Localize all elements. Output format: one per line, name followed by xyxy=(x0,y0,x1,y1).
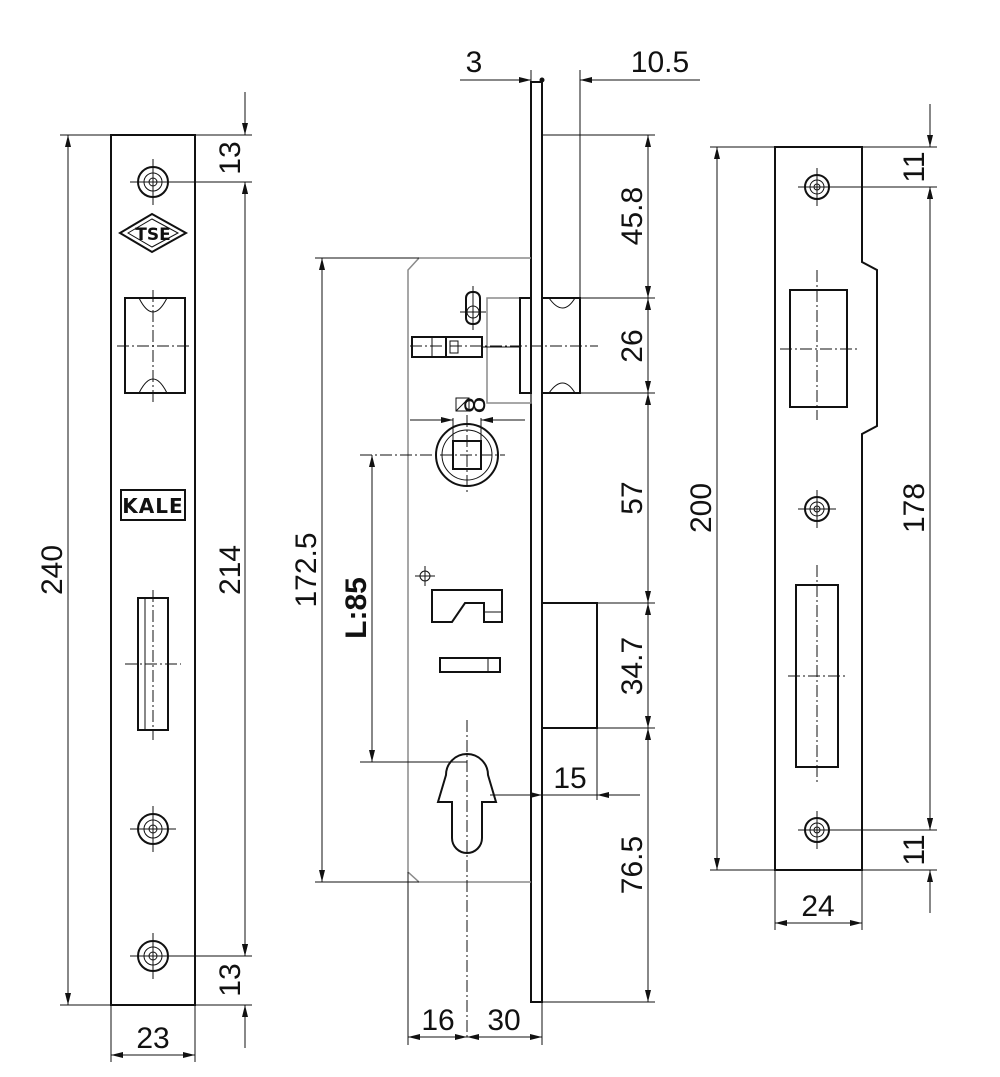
dim-faceplate-length-label: 240 xyxy=(36,545,69,595)
lockbody-mechanism-detail xyxy=(415,566,503,673)
spindle-square-symbol xyxy=(455,397,470,412)
faceplate-latch-opening xyxy=(125,590,181,740)
lockbody-cam-symbol xyxy=(460,286,486,330)
dim-faceplate-bottom-offset: 13 xyxy=(195,912,252,1048)
dim-bolt-projection-label: 10.5 xyxy=(631,46,689,79)
strike-plate-view: 200 178 11 11 24 xyxy=(685,104,937,930)
faceplate-view: TSE KALE 240 xyxy=(36,92,252,1062)
dim-faceplate-top-offset: 13 xyxy=(195,92,252,225)
strike-plate-outline xyxy=(774,146,878,871)
dim-latch-projection-label: 15 xyxy=(553,762,586,795)
dim-strike-hole-spacing: 178 xyxy=(829,186,937,831)
dim-top-to-deadbolt-label: 45.8 xyxy=(616,187,649,245)
dim-case-height: 172.5 xyxy=(290,257,419,883)
dim-case-rear-depth-label: 30 xyxy=(487,1004,520,1037)
dim-case-front-depth-label: 16 xyxy=(421,1004,454,1037)
dim-plate-thickness-label: 3 xyxy=(466,46,483,79)
dim-faceplate-hole-spacing: 214 xyxy=(168,181,252,957)
faceplate-middle-screw-hole xyxy=(130,806,176,852)
dim-backset-label: L:85 xyxy=(340,577,373,639)
dim-faceplate-top-offset-label: 13 xyxy=(214,141,247,174)
dim-case-height-label: 172.5 xyxy=(290,532,323,607)
dim-faceplate-width: 23 xyxy=(110,1005,196,1062)
dim-strike-length-label: 200 xyxy=(685,483,718,533)
dim-strike-width-label: 24 xyxy=(801,890,834,923)
tse-logo-text: TSE xyxy=(135,225,170,245)
lockbody-latch-bolt xyxy=(541,602,598,800)
dim-faceplate-bottom-offset-label: 13 xyxy=(214,963,247,996)
dim-strike-length: 200 xyxy=(685,146,775,871)
kale-logo-text: KALE xyxy=(122,494,183,518)
dim-strike-width: 24 xyxy=(774,870,863,930)
dim-plate-thickness: 3 xyxy=(460,46,545,83)
dim-latch-to-bottom-label: 76.5 xyxy=(616,836,649,894)
strike-deadbolt-opening xyxy=(780,270,860,420)
dim-deadbolt-to-latch-label: 57 xyxy=(616,481,649,514)
dim-strike-top-offset-label: 11 xyxy=(898,151,931,182)
dim-strike-top-offset: 11 xyxy=(862,104,937,230)
dim-spindle-size-label: 8 xyxy=(459,397,492,414)
dim-latch-height-label: 34.7 xyxy=(616,637,649,695)
dim-latch-projection: 15 xyxy=(490,762,640,798)
dim-faceplate-length: 240 xyxy=(36,134,111,1006)
dim-chain-right: 45.8 26 57 34.7 76.5 xyxy=(542,134,655,1003)
lock-body-view: 8 172.5 xyxy=(290,46,700,1045)
lockbody-case-outline xyxy=(407,257,531,883)
dim-bolt-projection: 10.5 xyxy=(579,46,700,298)
lockbody-cylinder-hole xyxy=(360,720,498,1040)
dim-faceplate-width-label: 23 xyxy=(136,1022,169,1055)
kale-logo: KALE xyxy=(120,489,186,521)
dim-case-depth: 16 30 xyxy=(407,872,543,1045)
dim-strike-bottom-offset: 11 xyxy=(862,787,937,913)
lockbody-spindle-hub: 8 xyxy=(360,397,525,495)
dim-strike-hole-spacing-label: 178 xyxy=(898,483,931,533)
dim-faceplate-hole-spacing-label: 214 xyxy=(214,545,247,595)
lockbody-deadbolt xyxy=(410,297,598,404)
dim-deadbolt-height-label: 26 xyxy=(616,329,649,362)
strike-latch-opening xyxy=(788,565,848,785)
dim-backset: L:85 xyxy=(340,455,375,762)
faceplate-deadbolt-opening xyxy=(117,290,192,402)
tse-logo: TSE xyxy=(118,212,189,254)
dim-strike-bottom-offset-label: 11 xyxy=(898,834,931,865)
faceplate-outline xyxy=(110,134,196,1006)
strike-middle-screw-hole xyxy=(798,490,836,528)
lockbody-faceplate-edge xyxy=(530,81,543,1003)
